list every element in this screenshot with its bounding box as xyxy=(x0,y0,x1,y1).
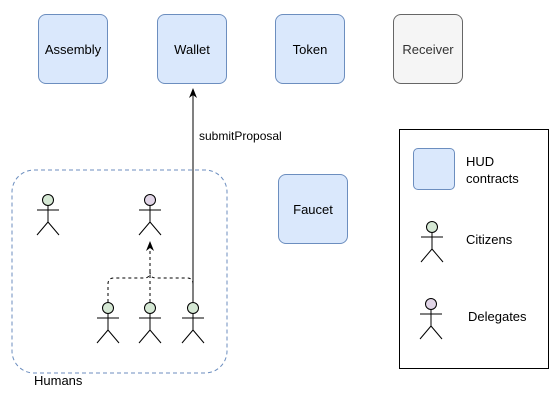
citizen-figure xyxy=(36,194,60,236)
citizen-figure xyxy=(138,302,162,344)
token-label: Token xyxy=(292,41,328,57)
faucet-contract-box: Faucet xyxy=(278,174,348,244)
citizen-figure xyxy=(181,302,205,344)
delegation-edge-left xyxy=(107,271,151,302)
legend-citizens-label: Citizens xyxy=(466,232,513,247)
faucet-label: Faucet xyxy=(293,201,333,217)
legend-citizen-figure xyxy=(420,221,444,263)
humans-group-label: Humans xyxy=(34,373,83,388)
receiver-contract-box: Receiver xyxy=(393,14,463,84)
wallet-label: Wallet xyxy=(174,41,210,57)
legend-hud-label: HUD contracts xyxy=(466,154,519,186)
submit-proposal-label: submitProposal xyxy=(199,129,282,143)
assembly-label: Assembly xyxy=(44,41,102,57)
delegation-edge-right xyxy=(149,271,194,302)
humans-group-boundary xyxy=(11,169,228,374)
citizen-figure xyxy=(96,302,120,344)
assembly-contract-box: Assembly xyxy=(38,14,108,84)
legend-delegates-label: Delegates xyxy=(468,309,527,324)
legend-hud-swatch xyxy=(413,148,455,190)
delegate-figure xyxy=(138,194,162,236)
legend-delegate-figure xyxy=(419,298,443,340)
token-contract-box: Token xyxy=(275,14,345,84)
receiver-label: Receiver xyxy=(402,41,454,57)
wallet-contract-box: Wallet xyxy=(157,14,227,84)
